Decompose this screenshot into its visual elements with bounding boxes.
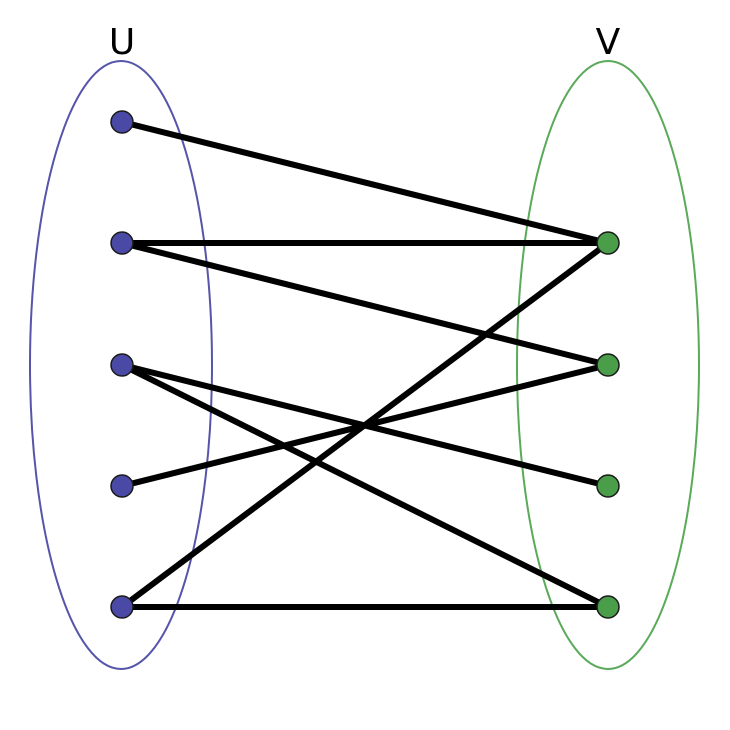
edge-u3-v4	[119, 362, 611, 610]
edge-u5-v1	[119, 240, 611, 610]
set-shapes	[29, 60, 700, 670]
vertex-v1	[596, 231, 620, 255]
vertex-u5	[110, 595, 134, 619]
edge-u1-v1	[119, 119, 611, 246]
vertex-u4	[110, 474, 134, 498]
set-v-ellipse	[516, 60, 700, 670]
set-v-label: V	[596, 22, 621, 63]
vertex-u3	[110, 353, 134, 377]
set-u-ellipse	[29, 60, 213, 670]
vertex-v2	[596, 353, 620, 377]
set-u-label: U	[109, 22, 135, 63]
vertex-v4	[596, 595, 620, 619]
edges	[119, 119, 611, 610]
vertices	[110, 110, 620, 619]
edge-u2-v2	[119, 240, 611, 368]
vertex-u2	[110, 231, 134, 255]
vertex-u1	[110, 110, 134, 134]
vertex-v3	[596, 474, 620, 498]
